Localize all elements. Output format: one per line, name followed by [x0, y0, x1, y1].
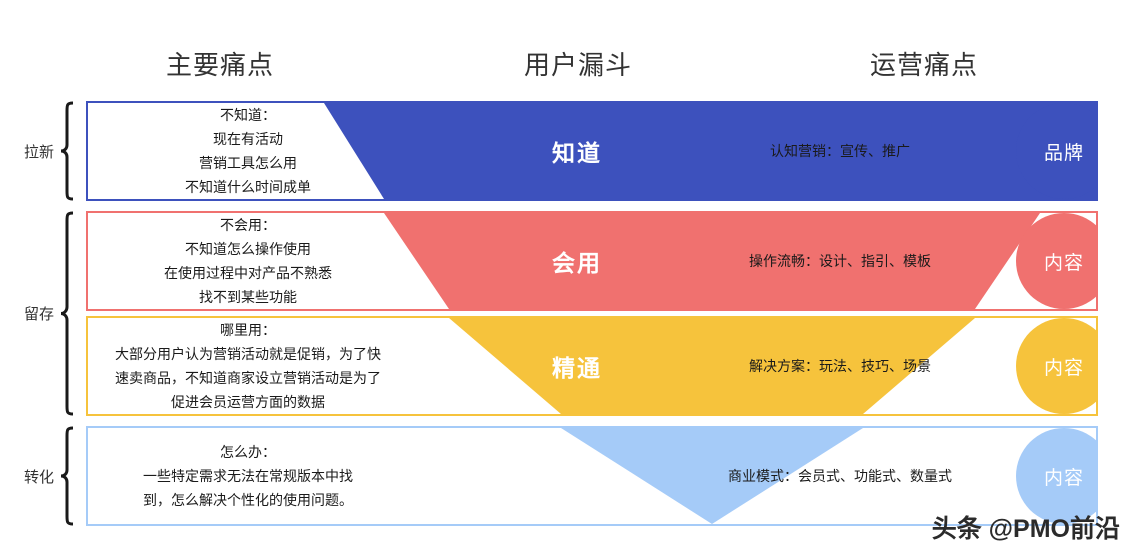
funnel-stage-text: 精通 — [552, 355, 602, 381]
pain-line: 不知道什么时间成单 — [185, 179, 311, 196]
stage-group-conversion: 转化 — [14, 426, 75, 526]
stage-group-retention: 留存 — [14, 211, 75, 416]
stage-label-conversion: 转化 — [23, 468, 54, 486]
curly-brace-icon — [59, 426, 75, 526]
operations-text-master: 解决方案：玩法、技巧、场景 — [749, 358, 931, 374]
pain-point-text-master: 哪里用： 大部分用户认为营销活动就是促销，为了快 速卖商品，不知道商家设立营销活… — [98, 318, 398, 414]
pain-line: 大部分用户认为营销活动就是促销，为了快 — [115, 345, 381, 362]
outcome-circle-label: 内容 — [1043, 357, 1084, 379]
pain-title: 不知道： — [220, 106, 276, 123]
curly-brace-icon — [59, 101, 75, 201]
operations-text-know: 认知营销：宣传、推广 — [770, 143, 910, 159]
outcome-circle-label: 内容 — [1043, 467, 1084, 489]
pain-title: 不会用： — [220, 216, 276, 233]
pain-line: 速卖商品，不知道商家设立营销活动是为了 — [115, 370, 381, 386]
funnel-stage-text: 会用 — [552, 250, 602, 276]
outcome-circle-label: 内容 — [1043, 252, 1084, 274]
outcome-circle-label: 品牌 — [1043, 142, 1084, 164]
pain-title: 哪里用： — [220, 321, 276, 338]
funnel-stage-text: 知道 — [552, 140, 602, 166]
outcome-circle-content[interactable]: 内容 — [1016, 428, 1096, 524]
funnel-row-personal[interactable]: 怎么办： 一些特定需求无法在常规版本中找 到，怎么解决个性化的使用问题。 个性 … — [86, 426, 1098, 526]
outcome-circle-content[interactable]: 内容 — [1016, 213, 1096, 309]
pain-line: 在使用过程中对产品不熟悉 — [164, 265, 332, 281]
pain-line: 找不到某些功能 — [199, 289, 297, 306]
operations-text-use: 操作流畅：设计、指引、模板 — [749, 253, 931, 269]
funnel-stage-text: 个性 — [552, 465, 602, 491]
pain-point-text-use: 不会用： 不知道怎么操作使用 在使用过程中对产品不熟悉 找不到某些功能 — [98, 213, 398, 309]
outcome-circle-content[interactable]: 内容 — [1016, 318, 1096, 414]
pain-line: 促进会员运营方面的数据 — [171, 394, 325, 411]
column-header-operations: 运营痛点 — [870, 50, 979, 80]
stage-label-retention: 留存 — [23, 306, 54, 323]
pain-line: 一些特定需求无法在常规版本中找 — [143, 467, 353, 484]
funnel-row-know[interactable]: 不知道： 现在有活动 营销工具怎么用 不知道什么时间成单 知道 认知营销：宣传、… — [86, 101, 1098, 201]
column-header-pain-points: 主要痛点 — [166, 50, 275, 80]
funnel-row-master[interactable]: 哪里用： 大部分用户认为营销活动就是促销，为了快 速卖商品，不知道商家设立营销活… — [86, 316, 1098, 416]
watermark-text: 头条 @PMO前沿 — [931, 515, 1120, 543]
pain-line: 到，怎么解决个性化的使用问题。 — [143, 492, 353, 509]
column-header-user-funnel: 用户漏斗 — [524, 50, 633, 80]
pain-title: 怎么办： — [220, 443, 276, 460]
funnel-row-use[interactable]: 不会用： 不知道怎么操作使用 在使用过程中对产品不熟悉 找不到某些功能 会用 操… — [86, 211, 1098, 311]
pain-point-text-know: 不知道： 现在有活动 营销工具怎么用 不知道什么时间成单 — [98, 103, 398, 199]
pain-line: 不知道怎么操作使用 — [185, 240, 311, 257]
pain-point-text-personal: 怎么办： 一些特定需求无法在常规版本中找 到，怎么解决个性化的使用问题。 — [98, 428, 398, 524]
outcome-circle-brand[interactable]: 品牌 — [1016, 103, 1096, 199]
stage-group-acquisition: 拉新 — [14, 101, 75, 201]
pain-line: 营销工具怎么用 — [199, 155, 297, 171]
pain-line: 现在有活动 — [213, 130, 283, 147]
stage-label-acquisition: 拉新 — [23, 143, 54, 161]
curly-brace-icon — [59, 211, 75, 416]
